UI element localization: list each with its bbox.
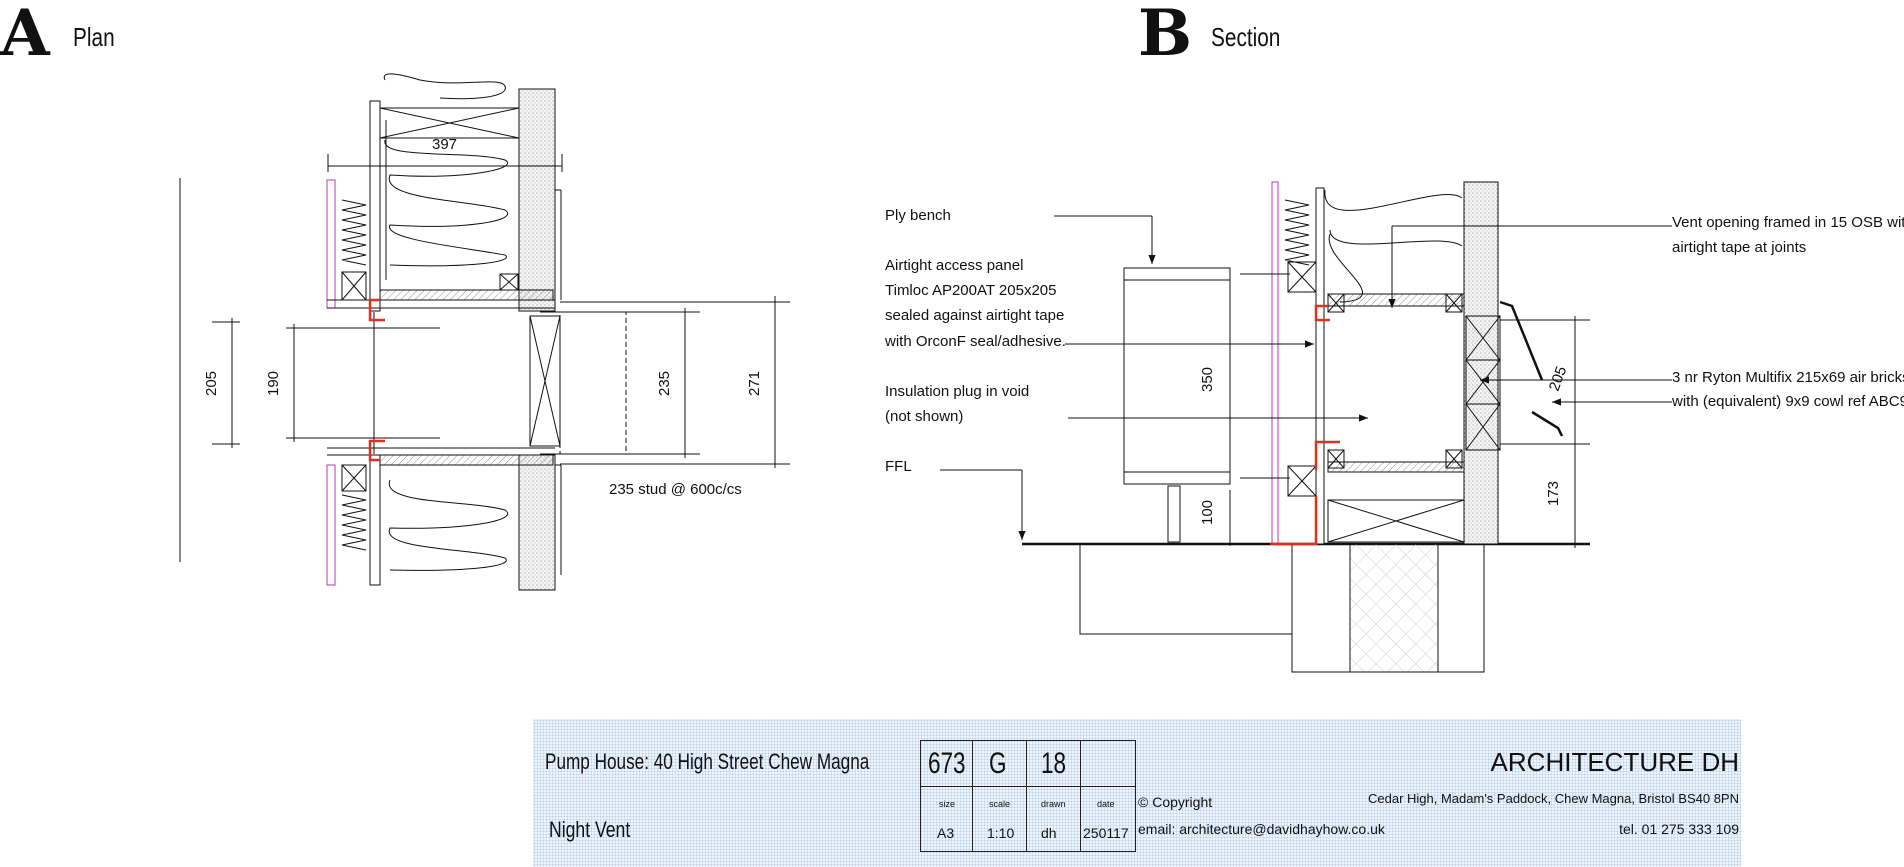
scale-value: 1:10 — [987, 825, 1015, 841]
label-access-panel-1: Airtight access panel — [885, 257, 1023, 274]
label-air-bricks-2: with (equivalent) 9x9 cowl ref ABC9 — [1671, 393, 1904, 410]
plan-upper-osb — [379, 289, 554, 301]
plan-lower-render — [518, 454, 556, 591]
label-ply-bench: Ply bench — [885, 207, 951, 224]
view-b-title: Section — [1211, 22, 1281, 52]
label-vent-opening-1: Vent opening framed in 15 OSB with — [1672, 214, 1904, 231]
section-render — [1463, 181, 1499, 545]
project-title: Pump House: 40 High Street Chew Magna — [545, 749, 870, 774]
job-number: 673 — [928, 747, 966, 780]
section-lower-osb — [1327, 461, 1465, 473]
label-vent-opening-2: airtight tape at joints — [1672, 239, 1806, 256]
label-access-panel-3: sealed against airtight tape — [885, 307, 1064, 324]
date-header: date — [1097, 799, 1115, 809]
plan-dimensions: 397 205 190 235 271 235 stud @ 600c/cs — [203, 136, 763, 498]
plan-lower-board — [369, 454, 381, 586]
section-dim-350: 350 — [1199, 367, 1216, 392]
section-air-bricks — [1465, 315, 1501, 451]
plan-stud-note: 235 stud @ 600c/cs — [609, 481, 742, 498]
plan-drawing — [179, 73, 790, 591]
plan-dashed-outline — [559, 311, 627, 455]
section-upper-airtight-tape — [1314, 304, 1330, 322]
firm-address: Cedar High, Madam's Paddock, Chew Magna,… — [1368, 791, 1739, 806]
drawn-header: drawn — [1041, 799, 1066, 809]
title-block: Pump House: 40 High Street Chew Magna Ni… — [533, 719, 1741, 867]
label-air-bricks-1: 3 nr Ryton Multifix 215x69 air bricks — [1672, 369, 1904, 386]
size-value: A3 — [937, 825, 955, 841]
copyright: © Copyright — [1138, 794, 1213, 810]
section-magenta-lining — [1271, 181, 1279, 545]
drawing-title: Night Vent — [549, 817, 631, 842]
label-insulation-plug-2: (not shown) — [885, 408, 963, 425]
plan-upper-airtight-tape — [368, 298, 385, 322]
revision: G — [989, 747, 1007, 780]
plan-lower-magenta-lining — [326, 464, 336, 586]
section-dim-205: 205 — [1546, 364, 1571, 393]
plan-upper-magenta-lining — [326, 179, 336, 309]
plan-lower-osb — [379, 454, 554, 466]
plan-dim-190: 190 — [265, 371, 282, 396]
section-dim-173: 173 — [1545, 481, 1562, 506]
section-ply-bench-top — [1123, 267, 1231, 281]
contact-email: email: architecture@davidhayhow.co.uk — [1138, 821, 1385, 837]
label-access-panel-2: Timloc AP200AT 205x205 — [885, 282, 1057, 299]
date-value: 250117 — [1083, 825, 1129, 841]
view-a-title: Plan — [73, 22, 115, 52]
section-drawing — [940, 181, 1672, 673]
plan-top-stud — [379, 107, 520, 139]
view-b-letter: B — [1138, 0, 1193, 71]
section-ply-bench-bottom — [1123, 471, 1231, 485]
plan-upper-board — [369, 100, 381, 312]
plan-dim-205: 205 — [203, 371, 220, 396]
construction-drawing: 397 205 190 235 271 235 stud @ 600c/cs — [179, 73, 1904, 673]
drawing-number: 18 — [1041, 747, 1067, 780]
plan-dim-271: 271 — [746, 371, 763, 396]
size-header: size — [939, 799, 956, 809]
section-labels: Ply bench Airtight access panel Timloc A… — [884, 207, 1904, 525]
plan-lower-airtight-tape — [368, 439, 385, 462]
section-upper-osb — [1327, 293, 1465, 307]
section-lower-airtight-tape — [1270, 440, 1340, 546]
scale-header: scale — [989, 799, 1011, 809]
section-cowl — [1499, 300, 1564, 437]
drawn-value: dh — [1041, 825, 1057, 841]
section-dim-100: 100 — [1199, 500, 1216, 525]
section-floor-joist — [1327, 499, 1465, 543]
plan-upper-render — [518, 88, 556, 312]
label-insulation-plug-1: Insulation plug in void — [885, 383, 1029, 400]
view-a-letter: A — [0, 0, 50, 71]
label-access-panel-4: with OrconF seal/adhesive. — [884, 333, 1066, 350]
plan-dim-397: 397 — [432, 136, 457, 153]
firm-phone: tel. 01 275 333 109 — [1619, 821, 1739, 837]
plan-dim-235: 235 — [656, 371, 673, 396]
label-ffl: FFL — [885, 458, 912, 475]
firm-name: ARCHITECTURE DH — [1490, 747, 1739, 777]
